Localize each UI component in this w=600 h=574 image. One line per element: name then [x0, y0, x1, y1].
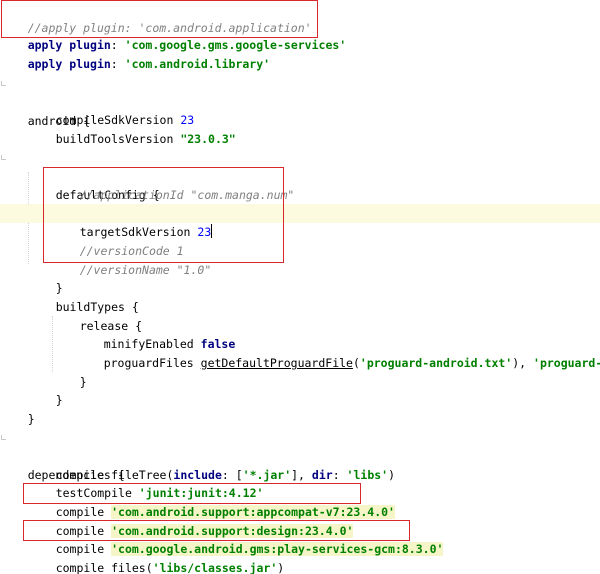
highlight-box-default-config	[43, 167, 284, 263]
string-literal: 'proguard-rules.pro'	[533, 356, 600, 370]
code-line[interactable]: testCompile 'junit:junit:4.12'	[0, 465, 600, 500]
code-text: compile files(	[55, 561, 153, 574]
number-literal: 23	[180, 113, 195, 127]
punctuation-text: : [	[221, 468, 243, 482]
string-literal: "23.0.3"	[180, 132, 236, 146]
fold-marker-icon[interactable]	[1, 435, 6, 440]
fold-marker-icon[interactable]	[1, 81, 6, 86]
keyword-text: apply plugin	[27, 38, 111, 52]
code-line[interactable]: }	[0, 372, 600, 407]
code-line[interactable]: }	[0, 354, 600, 389]
code-line[interactable]: minifyEnabled false	[0, 316, 600, 351]
string-literal: 'com.google.gms.google-services'	[124, 38, 347, 52]
string-literal: 'com.android.library'	[124, 57, 271, 71]
code-line[interactable]: compile 'com.android.support:design:23.4…	[0, 503, 600, 538]
string-literal: 'com.android.support:appcompat-v7:23.4.0…	[111, 505, 395, 519]
code-line[interactable]: android {	[0, 74, 600, 128]
string-literal: 'proguard-android.txt'	[359, 356, 513, 370]
code-line[interactable]: compileSdkVersion 23	[0, 92, 600, 127]
code-text: targetSdkVersion	[79, 225, 198, 239]
code-text: minifyEnabled	[103, 337, 201, 351]
keyword-text: include	[173, 468, 222, 482]
text-caret	[211, 224, 213, 238]
code-text: compile	[55, 542, 112, 556]
code-text: testCompile	[55, 486, 139, 500]
code-text: android {	[27, 114, 91, 128]
punctuation-text: )	[388, 468, 396, 482]
punctuation-text: ),	[512, 356, 534, 370]
code-line[interactable]: defaultConfig {	[0, 148, 600, 202]
string-literal: 'com.android.support:design:23.4.0'	[111, 524, 354, 538]
string-literal: 'com.google.android.gms:play-services-gc…	[111, 542, 444, 556]
code-text: compile	[55, 505, 112, 519]
code-line[interactable]: apply plugin: 'com.android.library'	[0, 36, 600, 71]
code-line[interactable]: //applicationId "com.manga.num"	[0, 167, 600, 202]
keyword-text: dir	[311, 468, 333, 482]
keyword-text: apply plugin	[27, 57, 111, 71]
punctuation-text: :	[332, 468, 347, 482]
code-line[interactable]: }	[0, 391, 600, 426]
method-call-text: getDefaultProguardFile	[200, 356, 353, 370]
code-text: compile	[55, 524, 112, 538]
keyword-text: false	[200, 337, 236, 351]
punctuation-text: :	[110, 57, 125, 71]
code-line[interactable]: //apply plugin: 'com.android.application…	[0, 0, 600, 35]
code-line[interactable]: compile 'com.android.support:appcompat-v…	[0, 484, 600, 519]
comment-text: //versionName "1.0"	[79, 263, 212, 277]
code-text: }	[27, 412, 35, 426]
comment-text: //applicationId "com.manga.num"	[79, 188, 295, 202]
code-line[interactable]: buildTypes {	[0, 279, 600, 314]
code-line[interactable]: apply plugin: 'com.google.gms.google-ser…	[0, 17, 600, 52]
code-line[interactable]: //versionName "1.0"	[0, 242, 600, 277]
code-line-current[interactable]: targetSdkVersion 23	[0, 204, 600, 239]
code-text: }	[79, 375, 87, 389]
number-literal: 23	[197, 225, 212, 239]
code-text: proguardFiles	[103, 356, 201, 370]
string-literal: 'junit:junit:4.12'	[138, 486, 264, 500]
code-text: compileSdkVersion	[55, 113, 181, 127]
code-line[interactable]: //versionCode 1	[0, 223, 600, 258]
fold-marker-icon[interactable]	[1, 155, 6, 160]
comment-text: //versionCode 1	[79, 244, 184, 258]
highlight-box-plugins	[1, 0, 318, 38]
punctuation-text: ],	[291, 468, 312, 482]
string-literal: 'libs'	[346, 468, 389, 482]
string-literal: 'libs/classes.jar'	[152, 561, 278, 574]
code-line[interactable]: compile 'com.google.android.gms:play-ser…	[0, 521, 600, 556]
code-text: dependencies {	[27, 468, 125, 482]
code-text: release {	[79, 319, 143, 333]
indent-guide	[52, 316, 53, 372]
code-line[interactable]: }	[0, 260, 600, 295]
code-text: buildTypes {	[55, 300, 139, 314]
code-line[interactable]: release {	[0, 298, 600, 333]
code-line[interactable]: buildToolsVersion "23.0.3"	[0, 111, 600, 146]
highlight-box-appcompat	[23, 483, 361, 504]
code-text: buildToolsVersion	[55, 132, 181, 146]
comment-text: //apply plugin: 'com.android.application…	[27, 21, 312, 35]
punctuation-text: :	[110, 38, 125, 52]
highlight-box-play-services	[23, 520, 410, 541]
code-line[interactable]: proguardFiles getDefaultProguardFile('pr…	[0, 335, 600, 370]
code-text: }	[55, 281, 63, 295]
code-line[interactable]: dependencies {	[0, 428, 600, 482]
code-text: }	[55, 393, 63, 407]
code-text: defaultConfig {	[55, 188, 160, 202]
punctuation-text: )	[277, 561, 285, 574]
code-line[interactable]: compile files('libs/classes.jar')	[0, 540, 600, 574]
code-line[interactable]: compile fileTree(include: ['*.jar'], dir…	[0, 447, 600, 482]
punctuation-text: (	[352, 356, 360, 370]
string-literal: '*.jar'	[242, 468, 292, 482]
code-text: compile fileTree(	[55, 468, 174, 482]
code-line[interactable]: }	[0, 558, 600, 574]
